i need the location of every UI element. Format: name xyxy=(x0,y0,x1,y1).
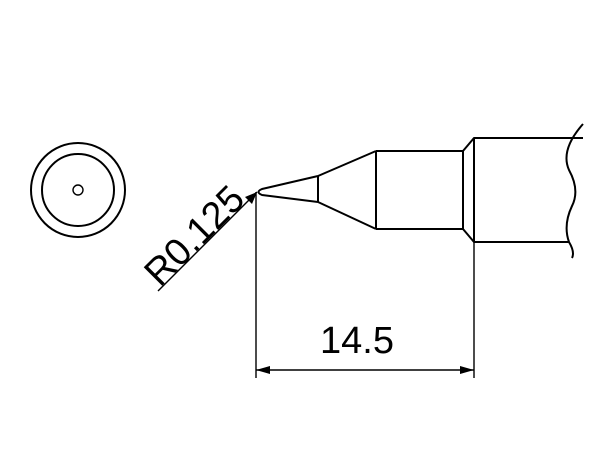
tip-end-view xyxy=(30,142,126,238)
tip-side-view xyxy=(257,123,584,259)
radius-leader-line xyxy=(157,191,258,292)
length-label: 14.5 xyxy=(320,320,394,362)
end-view-center-circle xyxy=(72,184,84,196)
cone-bottom-edge xyxy=(317,201,377,230)
radius-callout: R0.125 xyxy=(137,178,258,294)
dimension-arrow-left xyxy=(256,366,270,374)
end-view-outer-circle xyxy=(30,142,126,238)
shoulder-outline xyxy=(462,137,475,243)
length-dimension: 14.5 xyxy=(255,192,475,378)
break-line xyxy=(565,123,584,259)
radius-arrowhead xyxy=(245,192,257,204)
cone-top-edge xyxy=(317,150,377,177)
tip-point-outline xyxy=(257,175,319,203)
radius-label: R0.125 xyxy=(137,178,253,294)
dimension-arrow-right xyxy=(460,366,474,374)
end-view-inner-circle xyxy=(41,153,115,227)
